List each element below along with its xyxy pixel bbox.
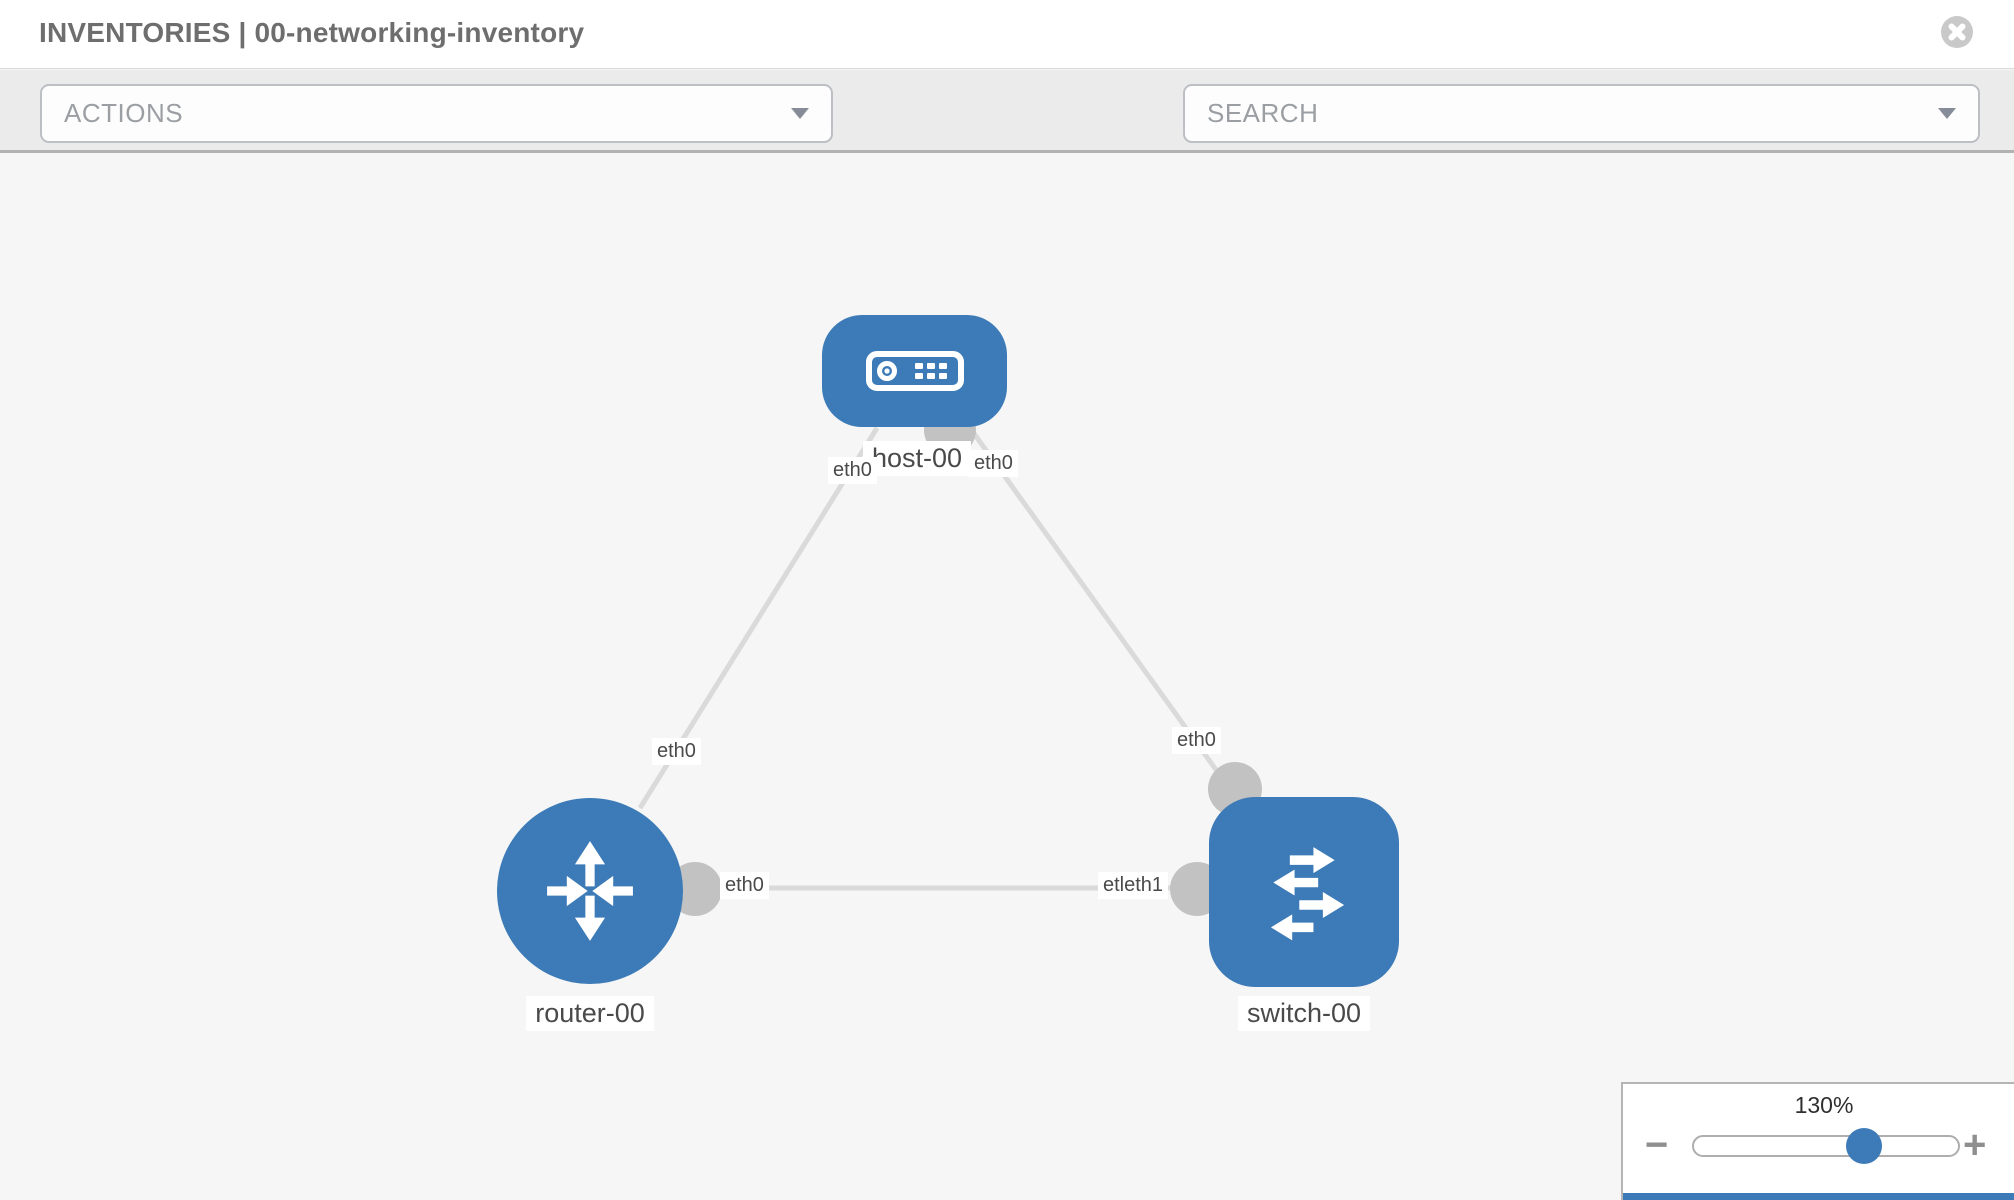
- server-icon: [865, 351, 964, 391]
- close-button[interactable]: [1941, 16, 1973, 48]
- actions-dropdown[interactable]: ACTIONS: [40, 84, 833, 143]
- zoom-in-button[interactable]: +: [1963, 1123, 1987, 1167]
- node-switch-00[interactable]: [1209, 797, 1399, 987]
- zoom-slider-track[interactable]: [1692, 1135, 1960, 1157]
- interface-label-host-eth0-left: eth0: [828, 457, 877, 484]
- node-host-00[interactable]: [822, 315, 1007, 427]
- interface-label-router-eth0-link: eth0: [720, 872, 769, 899]
- node-label-switch-00: switch-00: [1237, 996, 1371, 1032]
- router-arrows-icon: [547, 841, 633, 941]
- zoom-panel: 130% − +: [1621, 1082, 2014, 1200]
- chevron-down-icon: [1938, 108, 1956, 119]
- search-dropdown[interactable]: SEARCH: [1183, 84, 1980, 143]
- interface-label-host-eth0-right: eth0: [969, 450, 1018, 477]
- interface-label-switch-eth0-upper: eth0: [1172, 727, 1221, 754]
- actions-dropdown-label: ACTIONS: [64, 98, 184, 128]
- zoom-panel-footer-bar: [1623, 1193, 2014, 1200]
- node-router-00[interactable]: [497, 798, 683, 984]
- zoom-out-button[interactable]: −: [1645, 1123, 1669, 1167]
- header: INVENTORIES | 00-networking-inventory: [0, 0, 2014, 69]
- node-label-host-00: host-00: [862, 441, 972, 477]
- chevron-down-icon: [791, 108, 809, 119]
- close-icon: [1948, 23, 1966, 41]
- page-title: INVENTORIES | 00-networking-inventory: [39, 17, 585, 48]
- search-dropdown-label: SEARCH: [1207, 98, 1319, 128]
- interface-label-router-eth0-upper: eth0: [652, 738, 701, 765]
- zoom-slider-thumb[interactable]: [1846, 1128, 1882, 1164]
- zoom-level-value: 130%: [1794, 1092, 1854, 1118]
- toolbar: ACTIONS SEARCH: [0, 70, 2014, 202]
- interface-label-switch-eth1-overlapped: etleth1: [1098, 872, 1169, 899]
- switch-arrows-icon: [1270, 847, 1345, 941]
- topology-canvas[interactable]: host-00 router-00 switch-00 eth0 eth0 et…: [0, 153, 2014, 1200]
- node-label-router-00: router-00: [526, 996, 654, 1032]
